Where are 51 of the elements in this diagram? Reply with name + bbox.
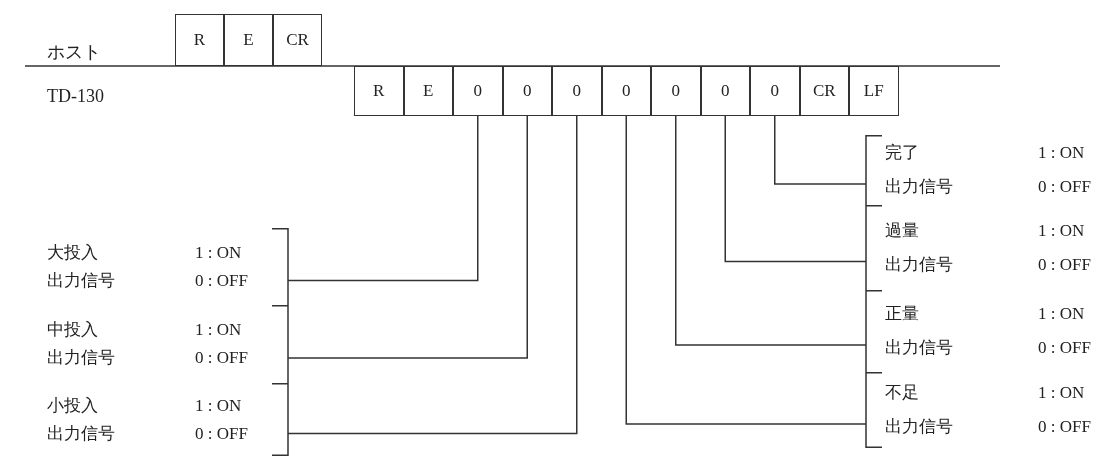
- signal-line: [625, 115, 867, 425]
- state-value: 0 : OFF: [1038, 176, 1091, 198]
- character-cell: CR: [799, 66, 849, 116]
- signal-label: 出力信号: [47, 269, 115, 292]
- state-value: 1 : ON: [1038, 303, 1085, 325]
- signal-name: 正量: [885, 303, 919, 325]
- signal-label: 出力信号: [885, 337, 953, 359]
- device-label: TD-130: [47, 86, 104, 107]
- state-value: 0 : OFF: [1038, 253, 1091, 276]
- character-cell: E: [403, 66, 453, 116]
- character-cell: 0: [651, 66, 701, 116]
- signal-name: 完了: [885, 142, 919, 164]
- signal-name: 中投入: [47, 319, 98, 341]
- signal-label: 出力信号: [47, 422, 115, 445]
- character-cell: R: [175, 14, 224, 66]
- host-label: ホスト: [47, 41, 101, 64]
- character-cell: 0: [502, 66, 552, 116]
- signal-line: [287, 115, 578, 435]
- signal-line: [287, 115, 528, 359]
- character-cell: LF: [849, 66, 899, 116]
- signal-label: 出力信号: [885, 176, 953, 198]
- state-value: 0 : OFF: [1038, 416, 1091, 438]
- state-value: 0 : OFF: [195, 269, 248, 292]
- character-cell: 0: [601, 66, 651, 116]
- character-cell: CR: [273, 14, 322, 66]
- character-cell: 0: [453, 66, 503, 116]
- state-value: 0 : OFF: [195, 422, 248, 445]
- character-cell: E: [224, 14, 273, 66]
- signal-label: 出力信号: [47, 347, 115, 369]
- signal-line: [724, 115, 867, 263]
- signal-line: [774, 115, 867, 185]
- character-cell: 0: [552, 66, 602, 116]
- signal-name: 不足: [885, 382, 919, 404]
- signal-line: [675, 115, 867, 346]
- state-value: 1 : ON: [195, 319, 242, 341]
- state-value: 1 : ON: [1038, 382, 1085, 404]
- character-cell: R: [354, 66, 404, 116]
- signal-name: 過量: [885, 219, 919, 242]
- character-cell: 0: [700, 66, 750, 116]
- signal-label: 出力信号: [885, 253, 953, 276]
- signal-line: [287, 115, 479, 282]
- signal-name: 大投入: [47, 241, 98, 264]
- state-value: 0 : OFF: [1038, 337, 1091, 359]
- signal-label: 出力信号: [885, 416, 953, 438]
- character-cell: 0: [750, 66, 800, 116]
- state-value: 1 : ON: [1038, 219, 1085, 242]
- state-value: 1 : ON: [1038, 142, 1085, 164]
- state-value: 1 : ON: [195, 241, 242, 264]
- signal-name: 小投入: [47, 394, 98, 417]
- state-value: 0 : OFF: [195, 347, 248, 369]
- state-value: 1 : ON: [195, 394, 242, 417]
